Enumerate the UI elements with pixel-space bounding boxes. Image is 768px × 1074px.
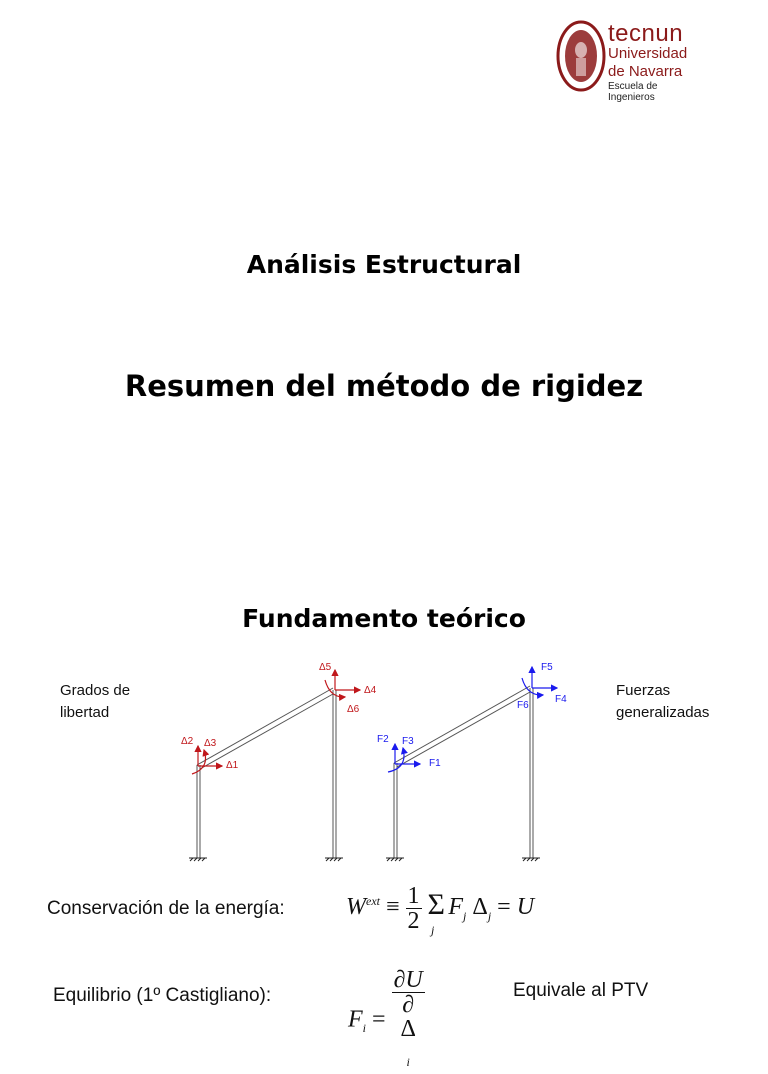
- dof-text: Δ1 Δ2 Δ3 Δ4 Δ5 Δ6: [181, 662, 377, 771]
- equilibrium-label: Equilibrio (1º Castigliano):: [53, 985, 272, 1006]
- dof-label: Grados de libertad: [60, 682, 131, 721]
- svg-text:F1: F1: [429, 758, 441, 769]
- seal-icon: [556, 20, 606, 92]
- svg-text:Δ6: Δ6: [347, 704, 360, 715]
- dof-frame: [189, 687, 343, 862]
- svg-text:Δ5: Δ5: [319, 662, 332, 673]
- svg-text:Δ2: Δ2: [181, 736, 194, 747]
- svg-text:F2: F2: [377, 734, 389, 745]
- svg-text:Δ3: Δ3: [204, 738, 217, 749]
- frame-diagrams: Δ1 Δ2 Δ3 Δ4 Δ5 Δ6 F1 F2 F3 F4 F5 F6: [181, 662, 567, 862]
- svg-text:F6: F6: [517, 700, 529, 711]
- force-text: F1 F2 F3 F4 F5 F6: [377, 662, 567, 769]
- logo-brand: tecnun: [608, 20, 684, 47]
- svg-text:Δ4: Δ4: [364, 685, 377, 696]
- ptv-note: Equivale al PTV: [513, 980, 649, 1001]
- logo-line1: Universidad: [608, 45, 688, 62]
- energy-label: Conservación de la energía:: [47, 898, 285, 919]
- svg-text:F4: F4: [555, 694, 567, 705]
- force-frame: [386, 685, 540, 862]
- force-arrows: [387, 665, 559, 773]
- svg-text:F3: F3: [402, 736, 414, 747]
- topic-title: Resumen del método de rigidez: [124, 369, 644, 403]
- svg-text:Δ1: Δ1: [226, 760, 239, 771]
- section-title: Fundamento teórico: [242, 604, 526, 633]
- logo-line3: Escuela de Ingenieros: [608, 81, 658, 103]
- dof-arrows: [191, 668, 362, 775]
- course-title: Análisis Estructural: [246, 250, 522, 279]
- svg-text:F5: F5: [541, 662, 553, 673]
- university-logo: tecnun Universidad de Navarra Escuela de…: [556, 18, 706, 103]
- logo-line2: de Navarra: [608, 63, 683, 80]
- forces-label: Fuerzas generalizadas: [616, 682, 710, 721]
